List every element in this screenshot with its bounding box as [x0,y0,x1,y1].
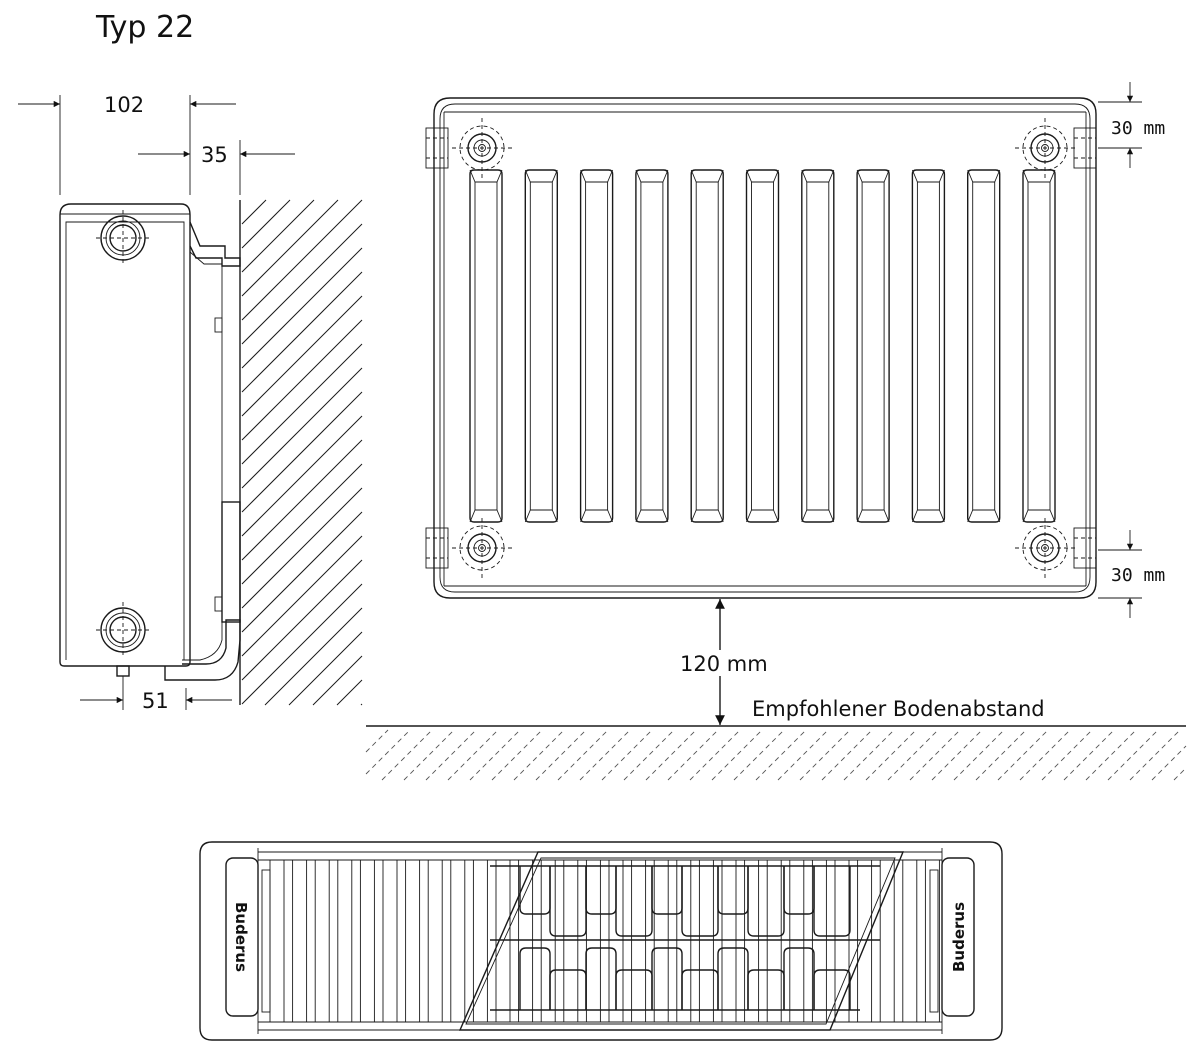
fins-bottom-row [519,947,851,1010]
fin-bottom-5 [783,947,815,1010]
cover-grille-slats [261,859,940,1023]
grille-slat [472,859,488,1023]
grille-slat [518,859,534,1023]
brand-label-left: Buderus [232,902,250,972]
grille-slat [563,859,579,1023]
grille-slat [314,859,330,1023]
bottom-port [96,602,150,658]
grille-slat [721,859,737,1023]
grille-slat [337,859,353,1023]
fin-bottom-2 [585,947,617,1010]
dim-total-depth: 102 [104,93,144,117]
grille-slat [834,859,850,1023]
grille-slat [450,859,466,1023]
grille-slat [495,859,511,1023]
fin-top-4 [717,866,749,915]
grille-slat [857,859,873,1023]
channel-6 [745,169,780,523]
wall-hatch [241,199,363,706]
dim-floor-clearance: 120 mm [680,652,768,676]
grille-slat [608,859,624,1023]
channel-11 [1022,169,1056,523]
brand-label-right: Buderus [950,902,968,972]
side-view: 102 35 51 [18,93,363,713]
top-port [96,210,150,266]
fin-top-2 [585,866,617,915]
channel-1 [469,169,503,523]
convector-cutaway [458,851,905,1031]
grille-slat [653,859,669,1023]
grille-slat [382,859,398,1023]
grille-slat [269,859,285,1023]
dim-bottom-connection: 30 mm [1111,565,1165,586]
channel-9 [911,169,946,523]
fins-top-row [490,866,880,941]
grille-slat [359,859,375,1023]
grille-slat [631,859,647,1023]
floor-hatch [365,729,1187,781]
grille-slat [698,859,714,1023]
top-view: Buderus Buderus [199,841,1003,1041]
grille-slat [292,859,308,1023]
fin-top-3 [651,866,683,915]
floor-clearance-label: Empfohlener Bodenabstand [752,697,1045,721]
grille-slat [789,859,805,1023]
grille-slat [744,859,760,1023]
grille-slat [427,859,443,1023]
fitting-2 [1015,118,1097,178]
dim-top-connection: 30 mm [1111,118,1165,139]
grille-slat [811,859,827,1023]
channel-8 [856,169,890,523]
front-view: 30 mm 30 mm 120 mm Empfohlener Bodenabst… [365,82,1187,781]
grille-slat [766,859,782,1023]
grille-slat [676,859,692,1023]
dim-bottom-depth: 51 [142,689,169,713]
grille-slat [924,859,940,1023]
grille-slat [405,859,421,1023]
fitting-3 [425,518,512,578]
dim-wall-gap: 35 [201,143,228,167]
grille-slat [879,859,895,1023]
channel-3 [579,169,614,523]
drawing-title: Typ 22 [95,10,194,45]
vertical-channels [469,169,1056,523]
fitting-4 [1015,518,1097,578]
fitting-1 [425,118,512,178]
fin-bottom-1 [519,947,551,1010]
fin-top-1 [519,866,551,915]
fin-bottom-4 [717,947,749,1010]
channel-5 [690,169,724,523]
connection-fittings [425,118,1097,578]
grille-slat [902,859,918,1023]
channel-4 [635,169,669,523]
channel-10 [967,169,1001,523]
channel-7 [801,169,835,523]
fin-bottom-3 [651,947,683,1010]
grille-slat [540,859,556,1023]
fin-top-5 [783,866,815,915]
grille-slat [585,859,601,1023]
channel-2 [524,169,558,523]
